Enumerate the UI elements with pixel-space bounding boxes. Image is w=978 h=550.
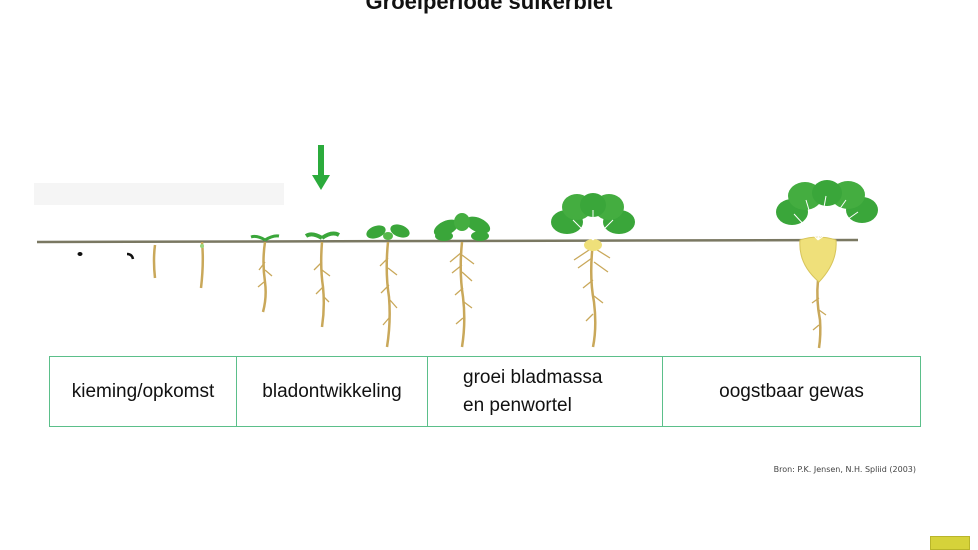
stage-cell-germination: kieming/opkomst bbox=[50, 357, 236, 426]
stage-label: bladontwikkeling bbox=[262, 380, 402, 402]
diagram-title: Groeiperiode suikerbiet bbox=[365, 0, 613, 14]
stage-label: oogstbaar gewas bbox=[719, 380, 864, 402]
corner-logo bbox=[930, 536, 970, 550]
highlight-arrow-icon bbox=[312, 145, 330, 190]
seedling-1 bbox=[250, 234, 280, 313]
stage-label-line-2: en penwortel bbox=[463, 394, 572, 416]
seed-2 bbox=[126, 252, 135, 260]
soil-line bbox=[36, 238, 859, 244]
young-plant-1 bbox=[366, 224, 410, 348]
growth-stage-table: kieming/opkomst bladontwikkeling groei b… bbox=[49, 356, 921, 427]
stage-label-line-1: groei bladmassa bbox=[463, 366, 603, 388]
stage-cell-harvestable: oogstbaar gewas bbox=[662, 357, 920, 426]
stage-cell-leaf-and-root-growth: groei bladmassa en penwortel bbox=[427, 357, 662, 426]
seedling-2 bbox=[304, 231, 340, 328]
faded-background-strip bbox=[34, 183, 284, 205]
sprout-2 bbox=[199, 241, 205, 289]
stage-label: kieming/opkomst bbox=[71, 380, 215, 402]
developed-plant bbox=[551, 193, 635, 348]
mature-beet bbox=[776, 180, 878, 349]
growth-illustration bbox=[34, 145, 878, 349]
stage-cell-leaf-development: bladontwikkeling bbox=[236, 357, 427, 426]
sprout-1 bbox=[152, 244, 157, 279]
young-plant-2 bbox=[433, 213, 491, 348]
seed-1 bbox=[77, 252, 83, 256]
source-citation: Bron: P.K. Jensen, N.H. Spliid (2003) bbox=[773, 465, 916, 474]
